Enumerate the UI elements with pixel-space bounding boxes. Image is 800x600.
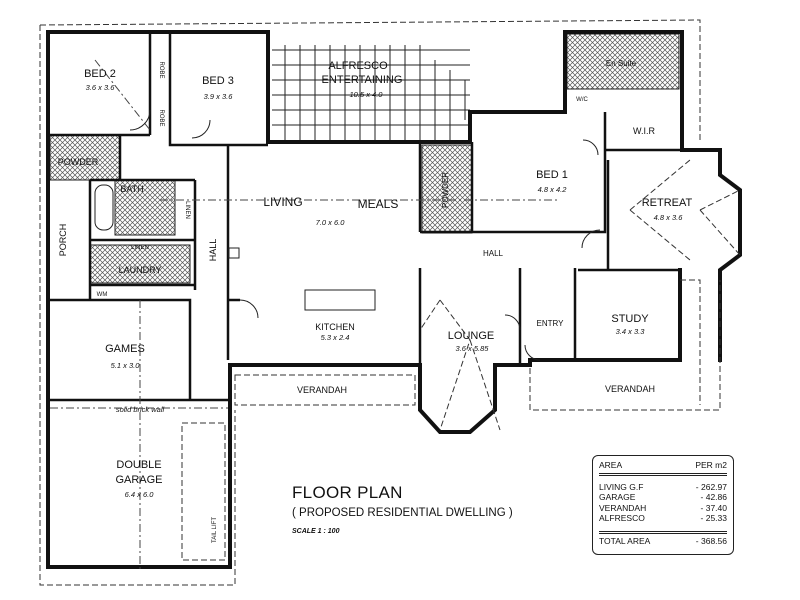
kitchen-label: KITCHEN	[315, 322, 355, 332]
hall-meter-box	[228, 247, 240, 259]
bed2-label: BED 2	[84, 68, 116, 80]
garage-label-2: GARAGE	[115, 474, 162, 486]
retreat-label: RETREAT	[642, 197, 693, 209]
area-row-label: LIVING G.F	[599, 481, 644, 492]
lounge-label: LOUNGE	[448, 330, 494, 342]
boundary-line	[39, 19, 701, 586]
door-swings	[129, 109, 601, 361]
area-row: VERANDAH - 37.40	[599, 503, 727, 514]
solid-brick-wall-label: solid brick wall	[116, 405, 165, 414]
area-row: GARAGE - 42.86	[599, 492, 727, 503]
bed2-size: 3.6 x 3.6	[86, 83, 116, 92]
drawing-title: FLOOR PLAN	[292, 483, 403, 502]
area-table-header: AREA PER m2	[599, 460, 727, 476]
games-size: 5.1 x 3.0	[111, 361, 141, 370]
linen-2-label: LINEN	[131, 245, 149, 251]
ensuite-floor	[566, 33, 680, 90]
hall-left-label: HALL	[208, 239, 218, 262]
alfresco-size: 10.5 x 4.0	[350, 90, 384, 99]
games-label: GAMES	[105, 343, 145, 355]
retreat-size: 4.8 x 3.6	[654, 213, 684, 222]
robe-2-label: ROBE	[158, 109, 164, 126]
area-row: ALFRESCO - 25.33	[599, 513, 727, 524]
ensuite-label: En Suite	[606, 59, 637, 68]
wm-label: WM	[97, 292, 108, 298]
lounge-size: 3.6 x 5.85	[456, 344, 490, 353]
verandah-outline	[234, 279, 721, 411]
area-schedule-table: AREA PER m2 LIVING G.F - 262.97 GARAGE - 4…	[592, 455, 734, 555]
area-row-label: ALFRESCO	[599, 513, 645, 523]
robe-1-label: ROBE	[158, 61, 164, 78]
area-header-unit: PER m2	[695, 460, 727, 470]
study-label: STUDY	[611, 313, 649, 325]
drawing-subtitle: ( PROPOSED RESIDENTIAL DWELLING )	[292, 507, 513, 519]
alfresco-label: ALFRESCO	[328, 60, 388, 72]
exterior-walls	[46, 30, 742, 569]
powder-right-floor	[421, 144, 473, 234]
garage-label: DOUBLE	[116, 459, 161, 471]
area-total-value: - 368.56	[695, 535, 727, 546]
kitchen-size: 5.3 x 2.4	[321, 333, 350, 342]
area-row-value: - 262.97	[695, 481, 727, 492]
entry-label: ENTRY	[537, 319, 565, 328]
area-row-label: VERANDAH	[599, 502, 647, 513]
alfresco-pergola-grid	[272, 45, 470, 140]
bath-tub	[94, 184, 114, 231]
wir-label: W.I.R	[633, 126, 655, 136]
linen-label: LINEN	[184, 201, 190, 219]
bed3-size: 3.9 x 3.6	[204, 92, 234, 101]
drawing-scale: SCALE 1 : 100	[292, 528, 340, 535]
living-label: LIVING	[263, 195, 302, 209]
area-row-label: GARAGE	[599, 492, 636, 502]
garage-size: 6.4 x 6.0	[125, 490, 155, 499]
centre-lines	[50, 59, 560, 570]
area-row-value: - 42.86	[700, 492, 727, 502]
verandah-right-label: VERANDAH	[605, 384, 655, 394]
bed3-label: BED 3	[202, 75, 234, 87]
bed1-size: 4.8 x 4.2	[538, 185, 568, 194]
wc-label: W/C	[576, 97, 588, 103]
verandah-left-label: VERANDAH	[297, 385, 347, 395]
area-row: LIVING G.F - 262.97	[599, 482, 727, 493]
powder-left-label: POWDER	[58, 157, 99, 167]
laundry-label: LAUNDRY	[119, 265, 162, 275]
lounge-bay-lines	[419, 299, 501, 431]
area-header-label: AREA	[599, 460, 623, 470]
area-total-row: TOTAL AREA - 368.56	[599, 530, 727, 547]
area-row-value: - 37.40	[700, 502, 727, 513]
alfresco-label-2: ENTERTAINING	[322, 74, 403, 86]
bed1-label: BED 1	[536, 169, 568, 181]
powder-right-label: POWDER	[441, 172, 450, 208]
retreat-vault-lines	[629, 159, 741, 261]
kitchen-island	[304, 289, 376, 311]
study-size: 3.4 x 3.3	[616, 327, 646, 336]
bath-label: BATH	[120, 184, 143, 194]
porch-label: PORCH	[58, 224, 68, 257]
interior-walls	[48, 32, 682, 402]
area-row-value: - 25.33	[700, 513, 727, 523]
tail-lift-outline	[181, 422, 226, 561]
hall-right-label: HALL	[483, 249, 504, 258]
tail-lift-label: TAIL LIFT	[212, 517, 218, 543]
meals-size: 7.0 x 6.0	[316, 218, 346, 227]
area-total-label: TOTAL AREA	[599, 535, 651, 546]
meals-label: MEALS	[358, 197, 399, 211]
